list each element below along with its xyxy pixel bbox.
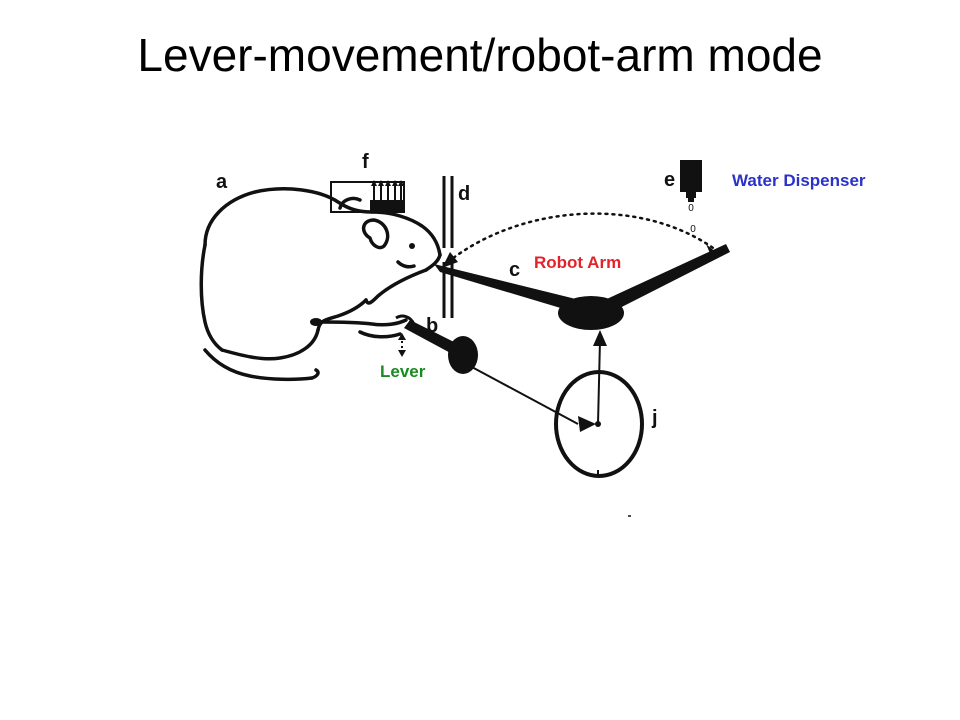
label-j: j xyxy=(651,407,658,429)
electrode-box xyxy=(330,180,405,213)
arm-swing-arc xyxy=(446,212,718,264)
water-dispenser-device xyxy=(680,160,702,202)
label-a: a xyxy=(216,171,228,193)
label-b: b xyxy=(426,315,438,337)
rat-eye xyxy=(409,243,415,249)
rat-paw-mark xyxy=(310,318,322,326)
slide-title: Lever-movement/robot-arm mode xyxy=(137,29,823,81)
rat-illustration xyxy=(199,187,442,382)
encoder-wheel xyxy=(554,330,644,517)
label-c: c xyxy=(509,259,520,281)
water-drop-mark-top: 0 xyxy=(688,203,694,214)
barrier-wall xyxy=(442,176,454,318)
label-f: f xyxy=(362,151,369,173)
robot-arm xyxy=(434,244,730,330)
water-drop-mark-bottom: 0 xyxy=(690,224,696,235)
robot-arm-label: Robot Arm xyxy=(534,253,621,272)
lever-label: Lever xyxy=(380,362,426,381)
lever-to-encoder-line xyxy=(469,365,579,425)
encoder-input-arrowhead xyxy=(578,416,596,432)
water-dispenser-label: Water Dispenser xyxy=(732,171,866,190)
label-e: e xyxy=(664,169,675,191)
label-d: d xyxy=(458,183,470,205)
lever xyxy=(395,314,478,374)
arc-arrowhead-left xyxy=(442,252,458,268)
